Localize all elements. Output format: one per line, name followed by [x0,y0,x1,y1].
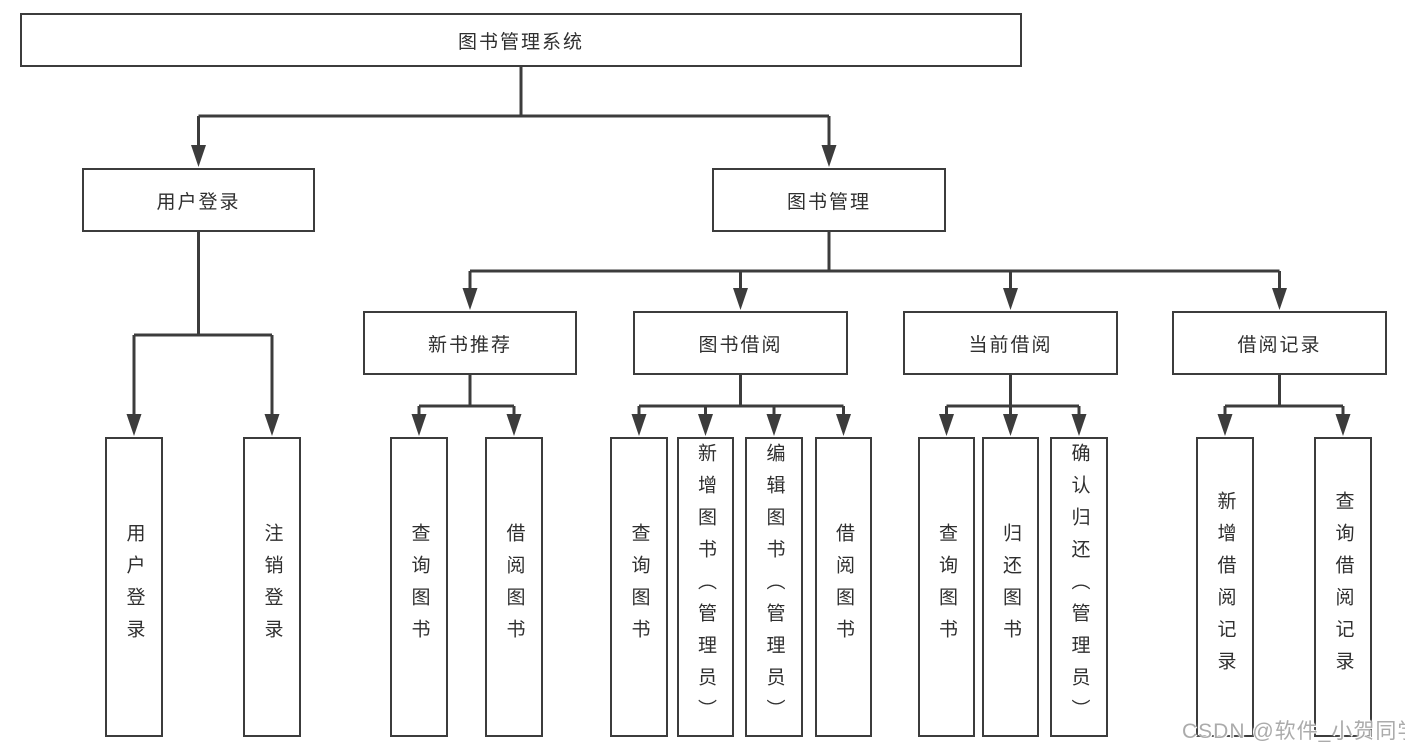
leaf-current-query-book-label: 查询图书 [936,523,957,651]
leaf-logout-action: 注销登录 [243,437,301,737]
node-new-book-recommend-label: 新书推荐 [427,334,512,356]
leaf-borrow-query-book-label: 查询图书 [628,523,650,651]
leaf-recommend-borrow-book-label: 借阅图书 [503,523,525,651]
node-borrow-record-label: 借阅记录 [1237,334,1322,356]
csdn-watermark: CSDN @软件_小贺同学 [1182,720,1405,743]
leaf-borrow-edit-book-admin-label: 编辑图书（管理员） [763,443,785,731]
leaf-borrow-borrow-book-label: 借阅图书 [833,523,854,651]
connector-lines [132,67,1345,420]
leaf-logout-action-label: 注销登录 [261,523,283,651]
arrowhead-shapes [126,145,1351,436]
node-current-borrow: 当前借阅 [903,311,1118,375]
leaf-record-add-record-label: 新增借阅记录 [1214,491,1236,683]
node-root: 图书管理系统 [20,13,1022,67]
node-user-login: 用户登录 [82,168,315,232]
node-borrow-record: 借阅记录 [1172,311,1387,375]
leaf-current-confirm-return-admin-label: 确认归还（管理员） [1068,443,1090,731]
leaf-borrow-edit-book-admin: 编辑图书（管理员） [745,437,803,737]
leaf-record-add-record: 新增借阅记录 [1196,437,1254,737]
leaf-borrow-add-book-admin: 新增图书（管理员） [677,437,734,737]
node-book-management: 图书管理 [712,168,946,232]
leaf-user-login-action-label: 用户登录 [123,523,145,651]
leaf-current-query-book: 查询图书 [918,437,975,737]
node-root-label: 图书管理系统 [457,31,584,53]
node-book-management-label: 图书管理 [786,191,871,213]
leaf-recommend-query-book-label: 查询图书 [408,523,430,651]
leaf-record-query-record-label: 查询借阅记录 [1332,491,1354,683]
leaf-current-confirm-return-admin: 确认归还（管理员） [1050,437,1108,737]
leaf-recommend-borrow-book: 借阅图书 [485,437,543,737]
leaf-borrow-add-book-admin-label: 新增图书（管理员） [695,443,716,731]
leaf-recommend-query-book: 查询图书 [390,437,448,737]
node-book-borrow-label: 图书借阅 [698,334,783,356]
leaf-borrow-query-book: 查询图书 [610,437,668,737]
node-user-login-label: 用户登录 [156,191,241,213]
leaf-current-return-book: 归还图书 [982,437,1039,737]
leaf-borrow-borrow-book: 借阅图书 [815,437,872,737]
leaf-record-query-record: 查询借阅记录 [1314,437,1372,737]
node-new-book-recommend: 新书推荐 [363,311,577,375]
leaf-user-login-action: 用户登录 [105,437,163,737]
leaf-current-return-book-label: 归还图书 [1000,523,1021,651]
node-current-borrow-label: 当前借阅 [968,334,1053,356]
node-book-borrow: 图书借阅 [633,311,848,375]
